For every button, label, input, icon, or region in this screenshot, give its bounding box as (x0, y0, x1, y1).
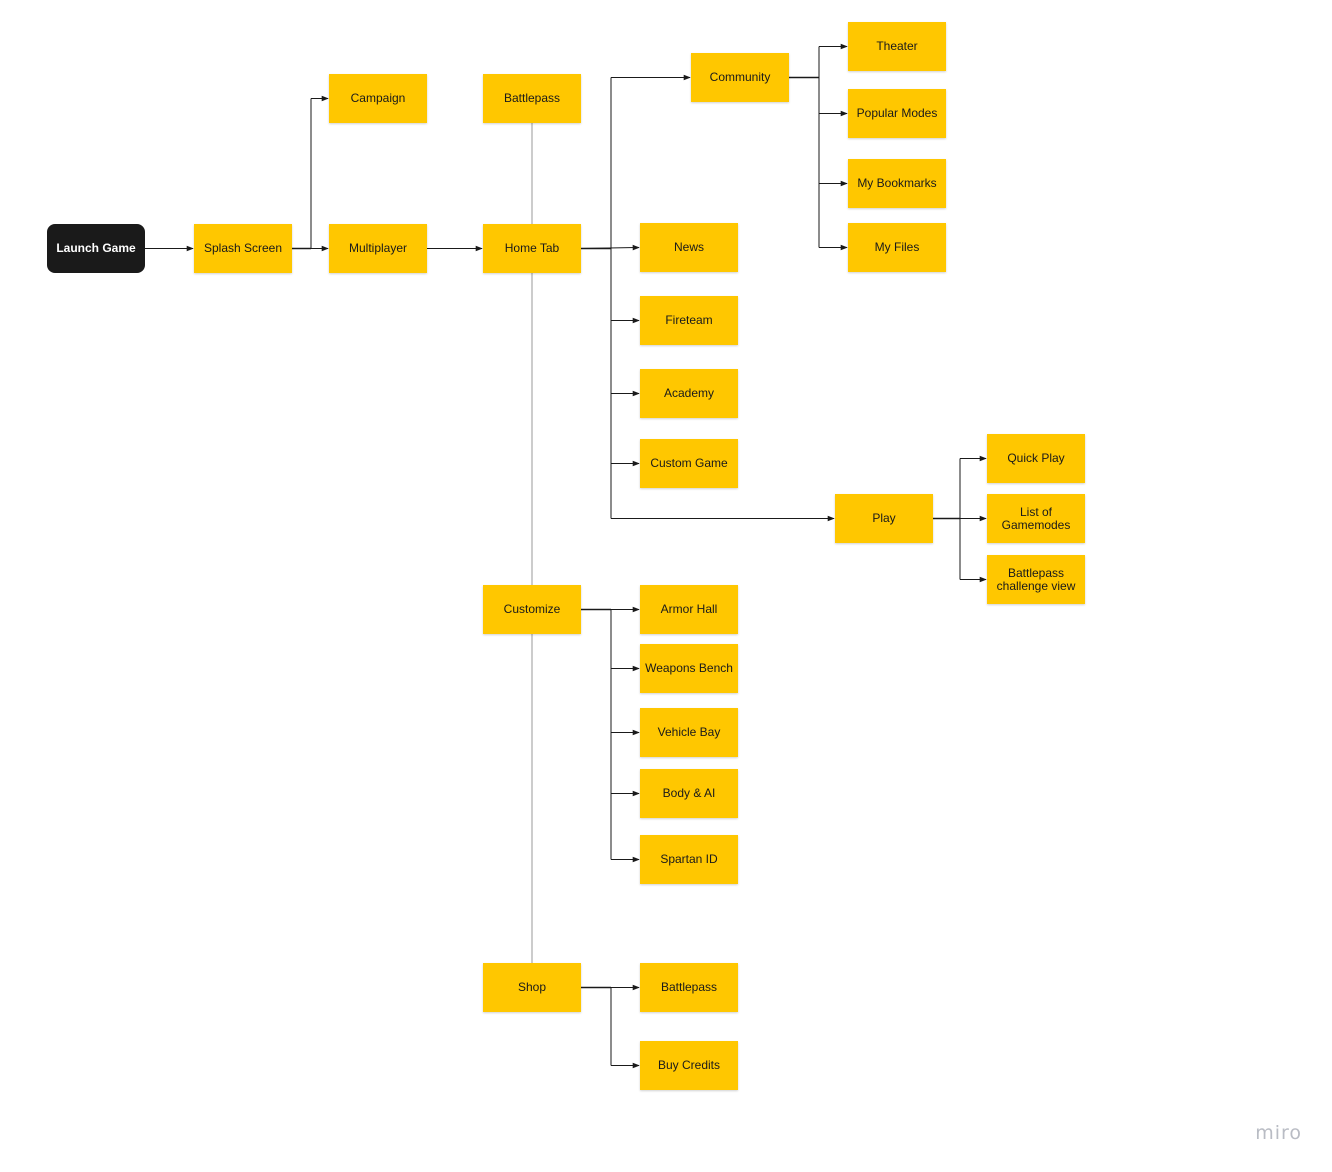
node-fireteam[interactable]: Fireteam (640, 296, 738, 345)
node-popular-modes[interactable]: Popular Modes (848, 89, 946, 138)
miro-watermark: miro (1255, 1122, 1302, 1144)
node-theater[interactable]: Theater (848, 22, 946, 71)
node-shop[interactable]: Shop (483, 963, 581, 1012)
node-battlepass-challenge-view[interactable]: Battlepass challenge view (987, 555, 1085, 604)
node-news[interactable]: News (640, 223, 738, 272)
node-list-of-gamemodes[interactable]: List of Gamemodes (987, 494, 1085, 543)
node-buy-credits[interactable]: Buy Credits (640, 1041, 738, 1090)
node-splash-screen[interactable]: Splash Screen (194, 224, 292, 273)
node-spartan-id[interactable]: Spartan ID (640, 835, 738, 884)
node-academy[interactable]: Academy (640, 369, 738, 418)
node-my-bookmarks[interactable]: My Bookmarks (848, 159, 946, 208)
node-weapons-bench[interactable]: Weapons Bench (640, 644, 738, 693)
node-my-files[interactable]: My Files (848, 223, 946, 272)
node-multiplayer[interactable]: Multiplayer (329, 224, 427, 273)
node-armor-hall[interactable]: Armor Hall (640, 585, 738, 634)
node-customize[interactable]: Customize (483, 585, 581, 634)
node-launch-game[interactable]: Launch Game (47, 224, 145, 273)
node-body-ai[interactable]: Body & AI (640, 769, 738, 818)
node-custom-game[interactable]: Custom Game (640, 439, 738, 488)
node-campaign[interactable]: Campaign (329, 74, 427, 123)
node-home-tab[interactable]: Home Tab (483, 224, 581, 273)
node-community[interactable]: Community (691, 53, 789, 102)
node-quick-play[interactable]: Quick Play (987, 434, 1085, 483)
node-play[interactable]: Play (835, 494, 933, 543)
node-shop-battlepass[interactable]: Battlepass (640, 963, 738, 1012)
node-battlepass-top[interactable]: Battlepass (483, 74, 581, 123)
node-vehicle-bay[interactable]: Vehicle Bay (640, 708, 738, 757)
